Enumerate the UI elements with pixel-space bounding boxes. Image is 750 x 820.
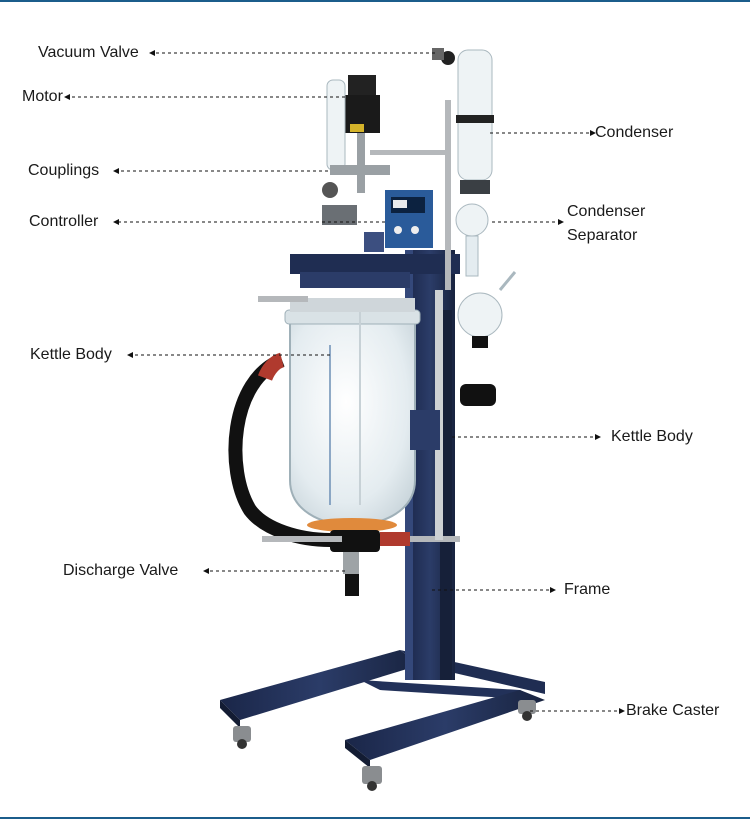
label-brake-caster: Brake Caster: [626, 702, 720, 719]
brake-caster-wheels: [233, 700, 536, 791]
controller-box: [364, 190, 433, 252]
label-vacuum-valve: Vacuum Valve: [38, 44, 139, 61]
condenser-separator: [455, 203, 517, 406]
label-discharge-valve: Discharge Valve: [63, 562, 179, 579]
label-condenser-separator: Condenser Separator: [567, 203, 646, 244]
label-motor: Motor: [22, 88, 63, 105]
frame-base: [220, 650, 545, 768]
couplings: [258, 150, 445, 302]
condenser: [432, 48, 494, 290]
label-kettle-body-right: Kettle Body: [611, 428, 693, 445]
motor: [342, 75, 380, 193]
hose: [228, 353, 331, 547]
top-platform: [290, 254, 460, 288]
label-condenser: Condenser: [595, 124, 674, 141]
kettle-body-vessel: [284, 298, 421, 532]
discharge-valve: [262, 530, 460, 596]
bottom-border: [0, 817, 750, 819]
label-kettle-body-left: Kettle Body: [30, 346, 112, 363]
glass-tube: [326, 79, 346, 171]
label-frame: Frame: [564, 581, 611, 598]
label-controller: Controller: [29, 213, 99, 230]
top-border: [0, 0, 750, 2]
label-couplings: Couplings: [28, 162, 100, 179]
